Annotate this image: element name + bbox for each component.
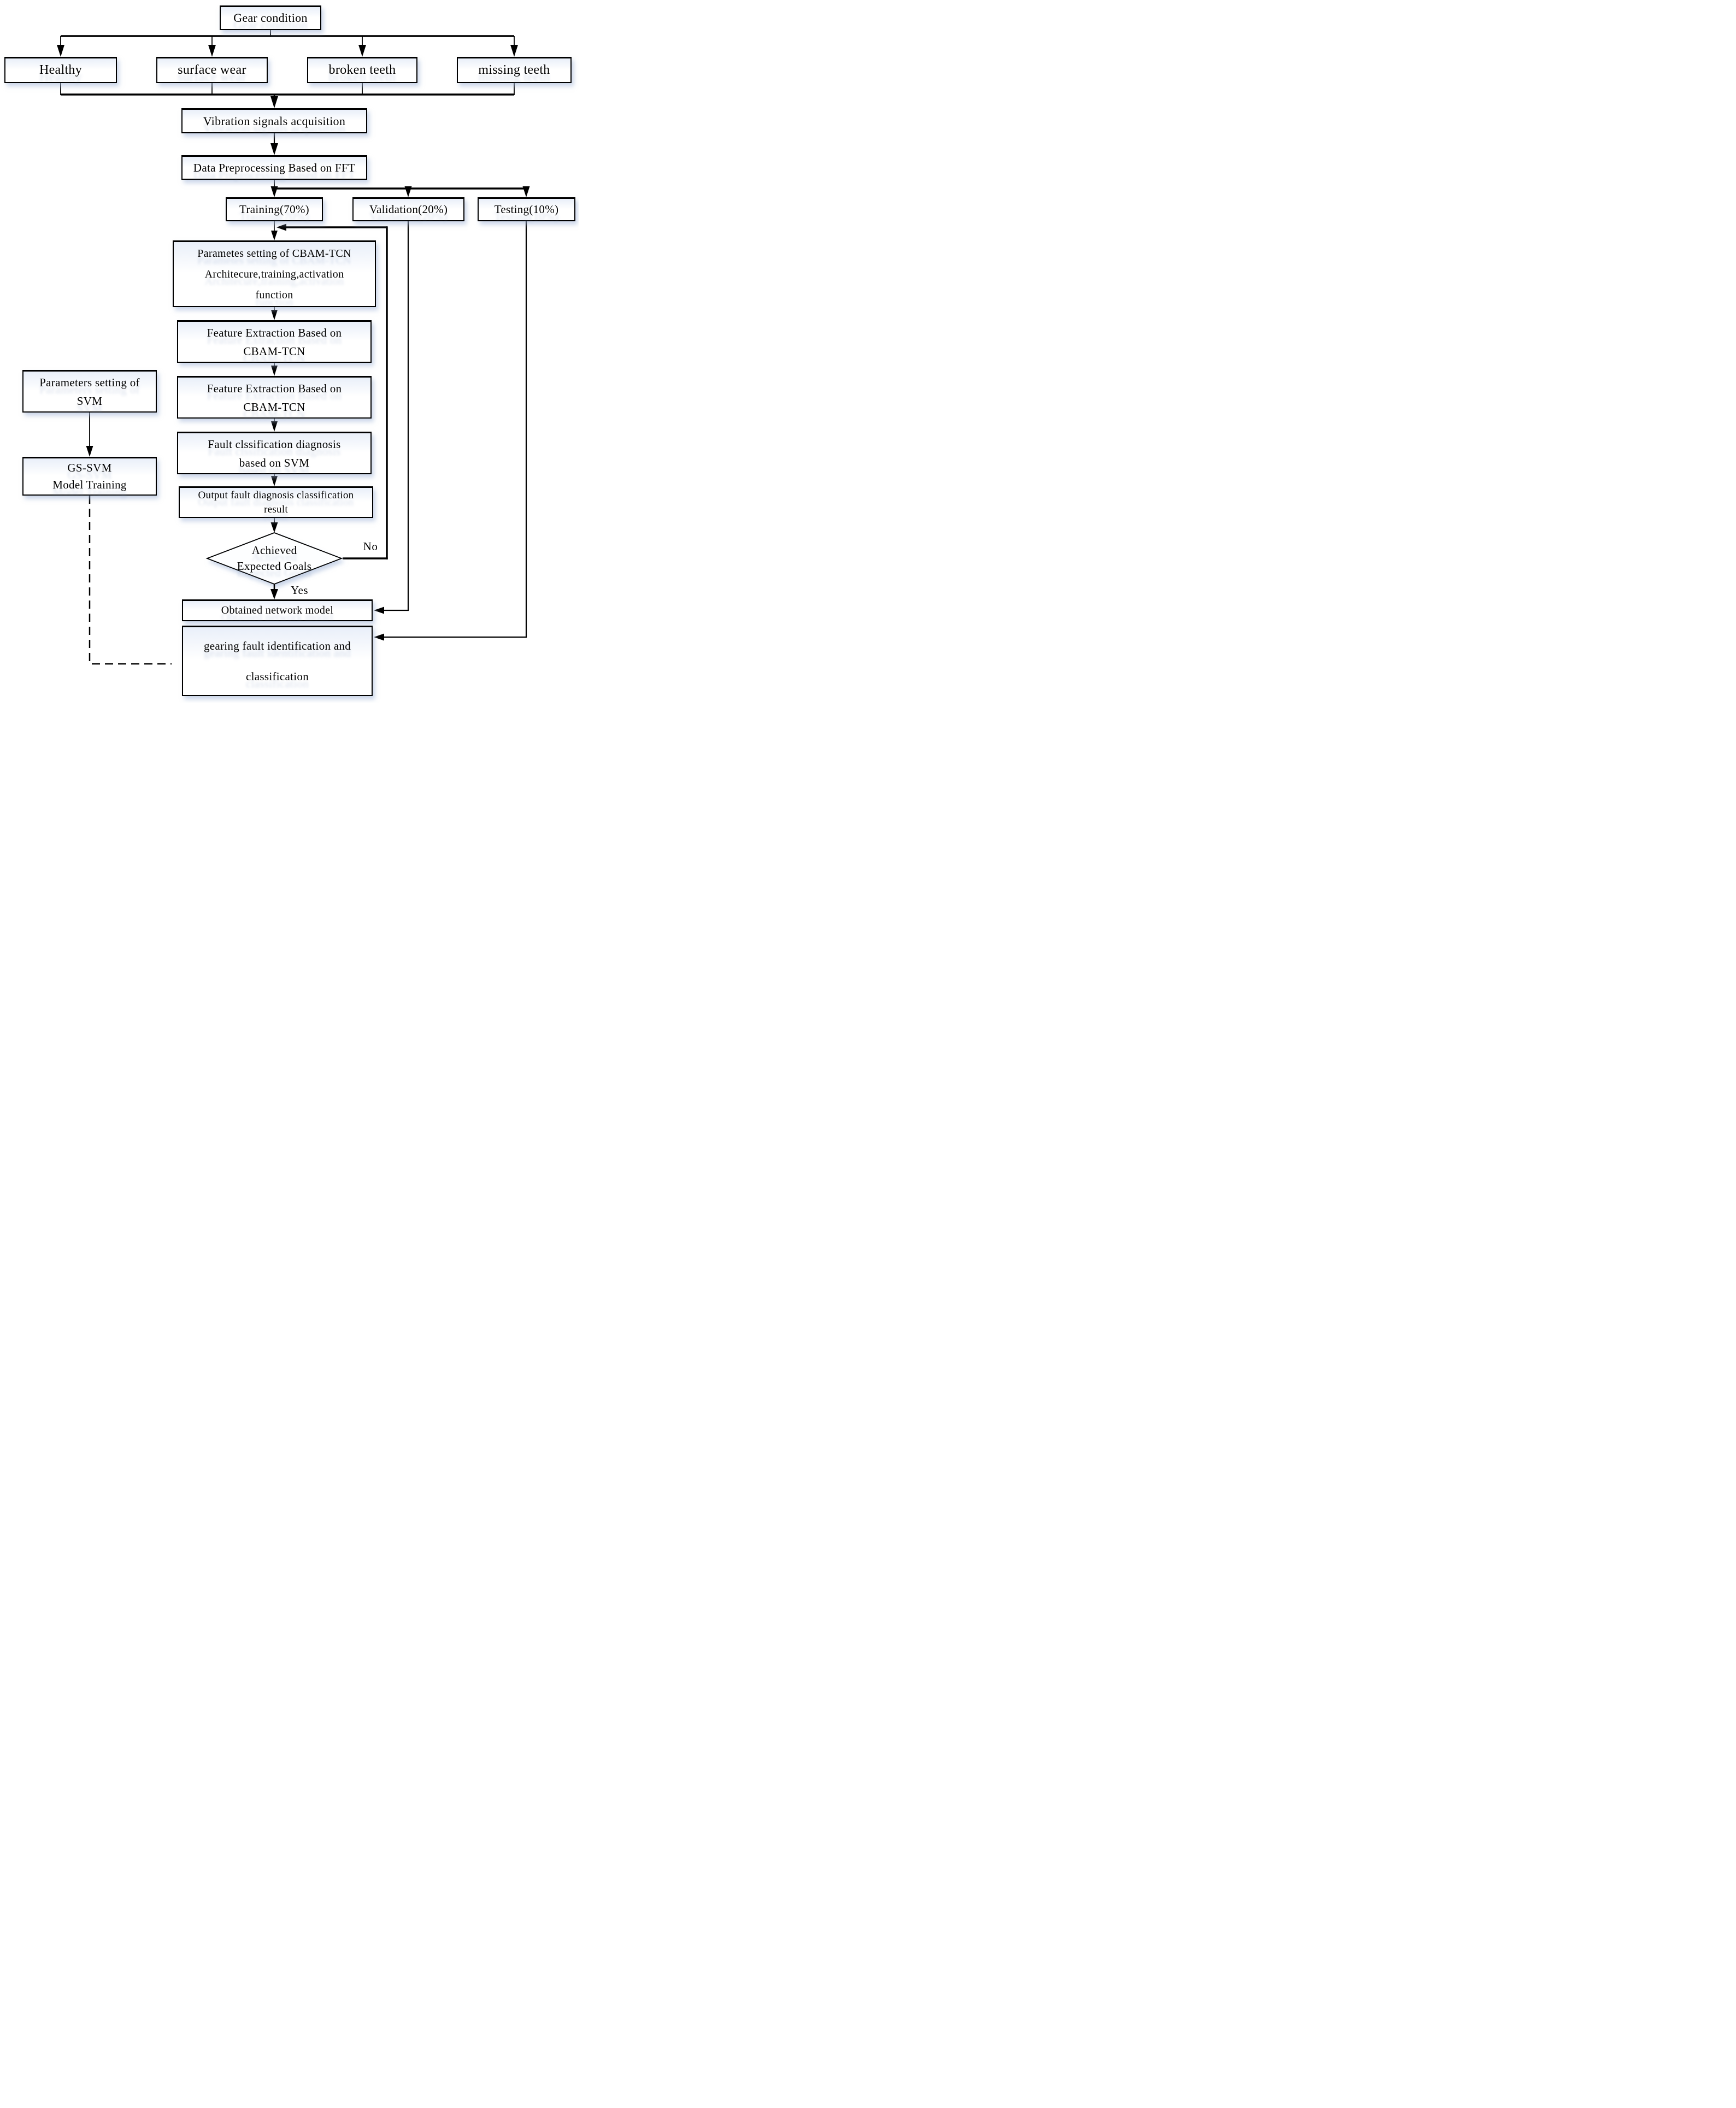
node-label: Expected Goals xyxy=(237,560,312,573)
node-label: Parametes setting of CBAM-TCN xyxy=(197,247,351,260)
node-label: Validation(20%) xyxy=(369,203,448,216)
node-cbam-tcn-parameters: Parametes setting of CBAM-TCN Architecur… xyxy=(173,240,376,307)
node-vibration-acquisition: Vibration signals acquisition xyxy=(181,108,367,133)
node-label: broken teeth xyxy=(328,63,396,77)
node-label: Parameters setting of xyxy=(39,375,140,389)
node-label: Output fault diagnosis classification xyxy=(198,489,354,501)
node-validation-split: Validation(20%) xyxy=(352,197,464,221)
node-label: missing teeth xyxy=(478,63,550,77)
node-label: GS-SVM xyxy=(67,461,112,474)
node-broken-teeth: broken teeth xyxy=(307,57,417,83)
node-label: Obtained network model xyxy=(221,604,334,616)
node-label: Feature Extraction Based on xyxy=(207,326,342,339)
node-label: classification xyxy=(246,670,309,683)
node-label: based on SVM xyxy=(239,456,310,469)
node-output-result: Output fault diagnosis classification re… xyxy=(179,486,373,518)
node-decision-achieved-goals: Achieved Expected Goals xyxy=(207,538,342,579)
arrowhead-validation-bypass xyxy=(374,607,384,614)
node-label: surface wear xyxy=(178,63,246,77)
edge-gssvm-dashed xyxy=(89,496,172,665)
node-data-preprocessing-fft: Data Preprocessing Based on FFT xyxy=(181,155,367,180)
node-label: CBAM-TCN xyxy=(243,400,305,414)
arrowhead-vibration-to-fft xyxy=(270,143,278,155)
arrowheads-condition-drops xyxy=(57,45,518,57)
arrowhead-no-feedback xyxy=(276,223,286,231)
node-label: Architecure,training,activation xyxy=(204,268,344,280)
label-no: No xyxy=(363,540,378,553)
node-label: Fault clssification diagnosis xyxy=(208,437,341,451)
arrowhead-feat2-to-fault xyxy=(271,421,278,432)
node-healthy: Healthy xyxy=(4,57,117,83)
node-surface-wear: surface wear xyxy=(156,57,268,83)
node-label: CBAM-TCN xyxy=(243,344,305,358)
arrowheads-split-drops xyxy=(270,186,530,197)
arrowhead-training-to-params xyxy=(271,231,278,240)
arrowhead-fault-to-output xyxy=(271,476,278,486)
node-gs-svm-training: GS-SVM Model Training xyxy=(22,457,157,496)
node-label: Feature Extraction Based on xyxy=(207,381,342,395)
node-label: SVM xyxy=(76,394,103,408)
node-gear-condition: Gear condition xyxy=(220,5,321,30)
node-feature-extraction-1: Feature Extraction Based on CBAM-TCN xyxy=(177,320,372,363)
node-obtained-network-model: Obtained network model xyxy=(182,599,373,621)
node-label: Gear condition xyxy=(233,11,308,25)
arrowhead-yes xyxy=(270,589,278,599)
edge-split-drop-stems xyxy=(274,187,527,189)
node-label: Data Preprocessing Based on FFT xyxy=(193,161,356,174)
node-label: Healthy xyxy=(39,63,83,77)
arrowhead-feat1-to-feat2 xyxy=(271,366,278,376)
node-label: Achieved xyxy=(251,544,297,557)
edge-testing-bypass xyxy=(383,221,527,638)
node-label: Training(70%) xyxy=(239,203,309,216)
node-training-split: Training(70%) xyxy=(226,197,323,221)
edge-condition-drops xyxy=(60,36,515,45)
node-label: Vibration signals acquisition xyxy=(203,114,346,128)
node-label: gearing fault identification and xyxy=(203,639,351,652)
node-label: result xyxy=(263,503,288,515)
arrowhead-to-vibration xyxy=(270,96,278,108)
flowchart-canvas: Gear condition Healthy surface wear brok… xyxy=(0,0,579,703)
node-gearing-fault-identification: gearing fault identification and classif… xyxy=(182,626,373,696)
node-label: function xyxy=(255,288,293,301)
edge-collect-stems xyxy=(60,83,515,95)
node-label: Testing(10%) xyxy=(494,203,559,216)
edge-validation-bypass xyxy=(383,221,409,611)
label-yes: Yes xyxy=(290,584,309,597)
arrowhead-output-to-decision xyxy=(270,522,278,533)
arrowhead-params-to-feat1 xyxy=(271,310,278,320)
node-feature-extraction-2: Feature Extraction Based on CBAM-TCN xyxy=(177,376,372,419)
arrowhead-svmparams-to-gssvm xyxy=(86,446,93,457)
node-label: Model Training xyxy=(52,478,127,491)
node-fault-classification-svm: Fault clssification diagnosis based on S… xyxy=(177,432,372,474)
arrowhead-testing-bypass xyxy=(374,633,384,641)
node-svm-parameters: Parameters setting of SVM xyxy=(22,370,157,413)
node-missing-teeth: missing teeth xyxy=(457,57,572,83)
connector-layer xyxy=(57,30,530,668)
node-testing-split: Testing(10%) xyxy=(478,197,575,221)
